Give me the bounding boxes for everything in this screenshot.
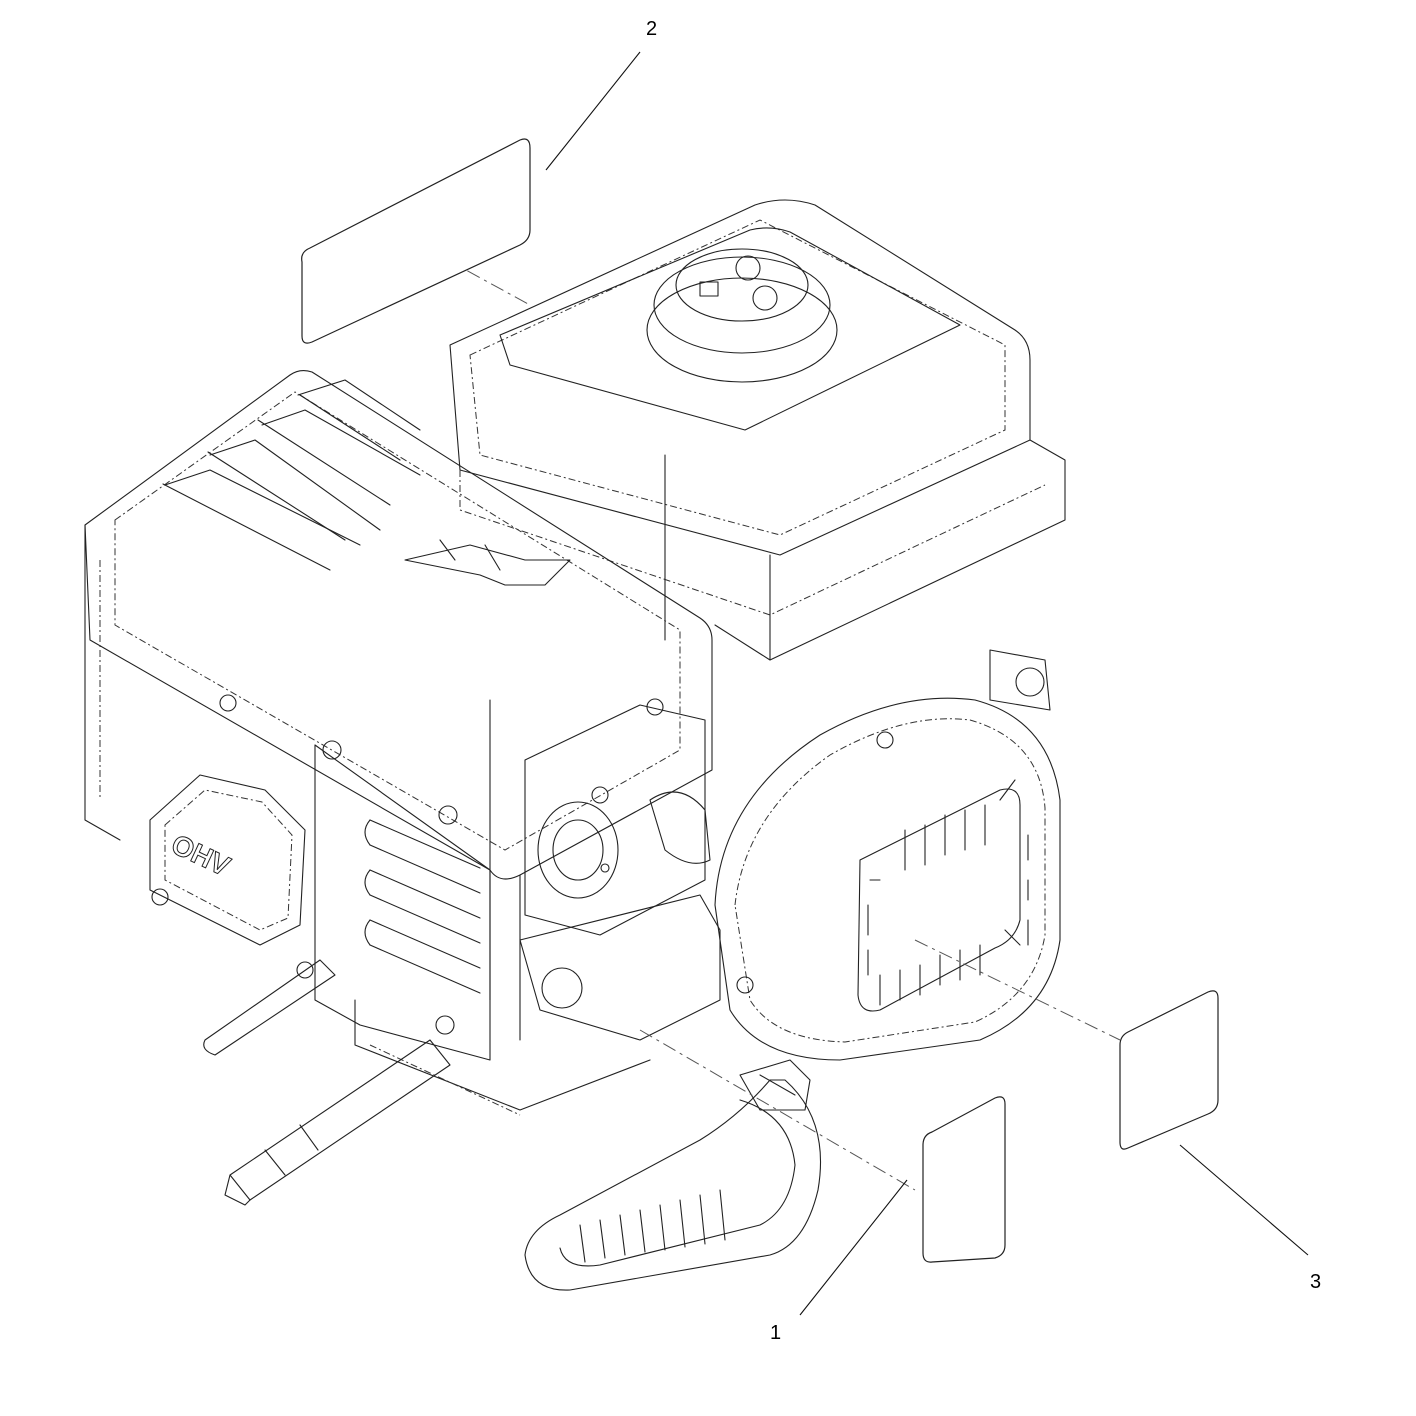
label-decal-3: [1119, 990, 1219, 1150]
leader-line-2: [545, 51, 641, 171]
leader-line-3: [1179, 1144, 1309, 1256]
side-cover: [314, 740, 491, 1061]
callout-number-1: 1: [770, 1322, 782, 1344]
crankcase: [354, 894, 721, 1116]
starter-handle: [524, 1059, 821, 1291]
valve-cover-text: OHV: [167, 828, 235, 882]
recoil-starter: [714, 649, 1061, 1061]
callout-number-2: 2: [646, 18, 658, 40]
callout-number-3: 3: [1310, 1271, 1322, 1293]
engine-assembly: OHV: [84, 199, 1066, 1291]
engine-shroud: [84, 369, 713, 1041]
crankshaft: [203, 959, 451, 1206]
leader-lines: [545, 51, 1309, 1316]
fuel-tank: [449, 199, 1066, 661]
fuel-cap: [646, 248, 838, 383]
label-decal-1: [922, 1096, 1006, 1263]
label-decal-2: [301, 138, 531, 344]
leader-line-1: [799, 1179, 908, 1316]
carburetor-area: [524, 698, 711, 936]
valve-cover: OHV: [149, 694, 314, 979]
